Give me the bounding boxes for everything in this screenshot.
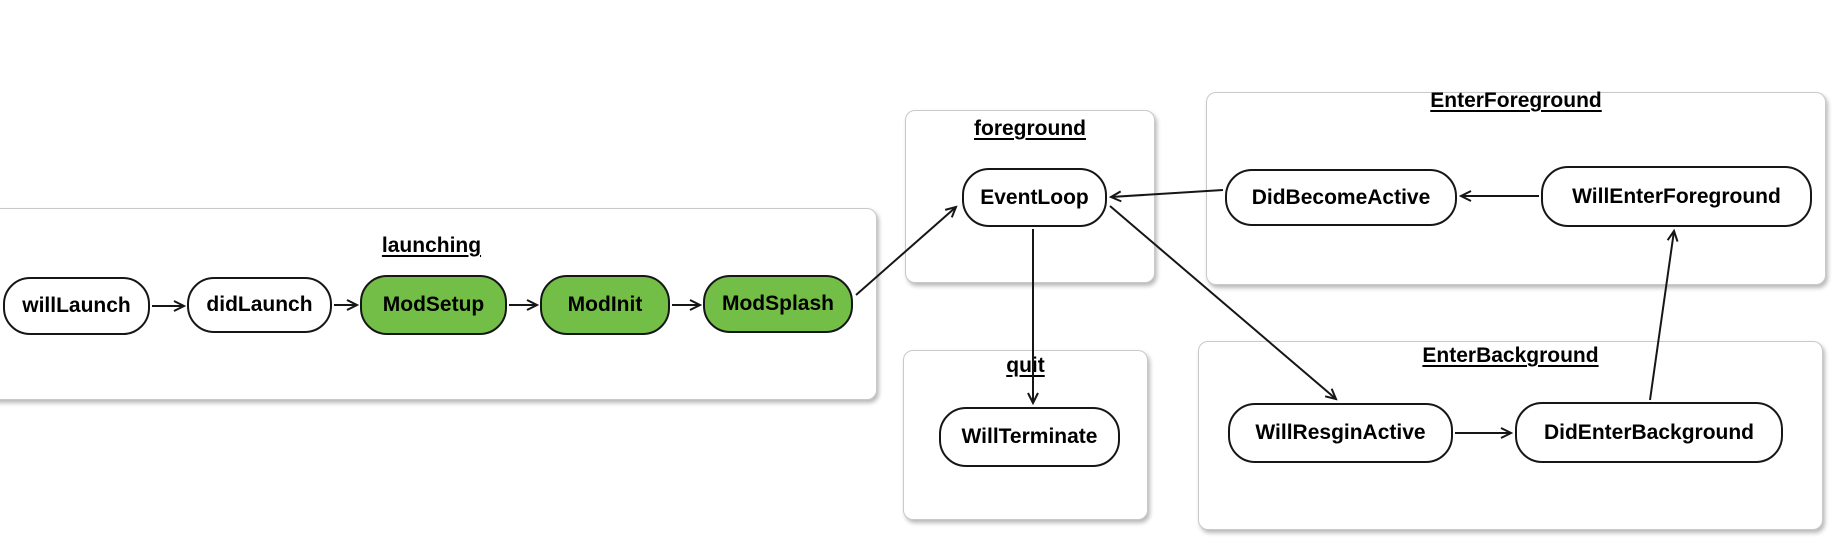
node-label-WillTerminate: WillTerminate [961,425,1098,448]
edge-ModSplash-EventLoop [855,207,956,296]
node-WillResginActive[interactable]: WillResginActive [1228,403,1453,463]
node-ModInit[interactable]: ModInit [540,275,670,335]
edge-DidEnterBackground-WillEnterForeground [1649,231,1674,401]
node-label-ModSplash: ModSplash [721,292,834,315]
edge-EventLoop-WillResginActive [1109,205,1336,399]
node-label-DidEnterBackground: DidEnterBackground [1543,420,1755,444]
group-label-launching: launching [381,234,482,257]
group-label-EnterBackground: EnterBackground [1422,344,1599,367]
node-label-WillResginActive: WillResginActive [1255,421,1426,444]
node-label-ModSetup: ModSetup [382,293,485,316]
edge-DidBecomeActive-EventLoop [1111,189,1224,197]
group-label-foreground: foreground [974,117,1086,140]
node-ModSplash[interactable]: ModSplash [703,275,853,333]
node-DidBecomeActive[interactable]: DidBecomeActive [1225,169,1457,226]
node-label-didLaunch: didLaunch [206,293,313,316]
node-label-WillEnterForeground: WillEnterForeground [1572,184,1781,208]
node-label-willLaunch: willLaunch [22,294,131,317]
node-label-EventLoop: EventLoop [980,185,1089,209]
node-didLaunch[interactable]: didLaunch [187,277,332,333]
group-label-quit: quit [1006,354,1045,377]
node-WillEnterForeground[interactable]: WillEnterForeground [1541,166,1812,227]
node-label-ModInit: ModInit [567,293,643,316]
group-label-EnterForeground: EnterForeground [1430,89,1602,112]
node-DidEnterBackground[interactable]: DidEnterBackground [1515,402,1783,463]
node-ModSetup[interactable]: ModSetup [360,275,507,335]
node-label-DidBecomeActive: DidBecomeActive [1251,185,1431,209]
node-EventLoop[interactable]: EventLoop [962,168,1107,227]
node-WillTerminate[interactable]: WillTerminate [939,407,1120,467]
node-willLaunch[interactable]: willLaunch [3,277,150,335]
